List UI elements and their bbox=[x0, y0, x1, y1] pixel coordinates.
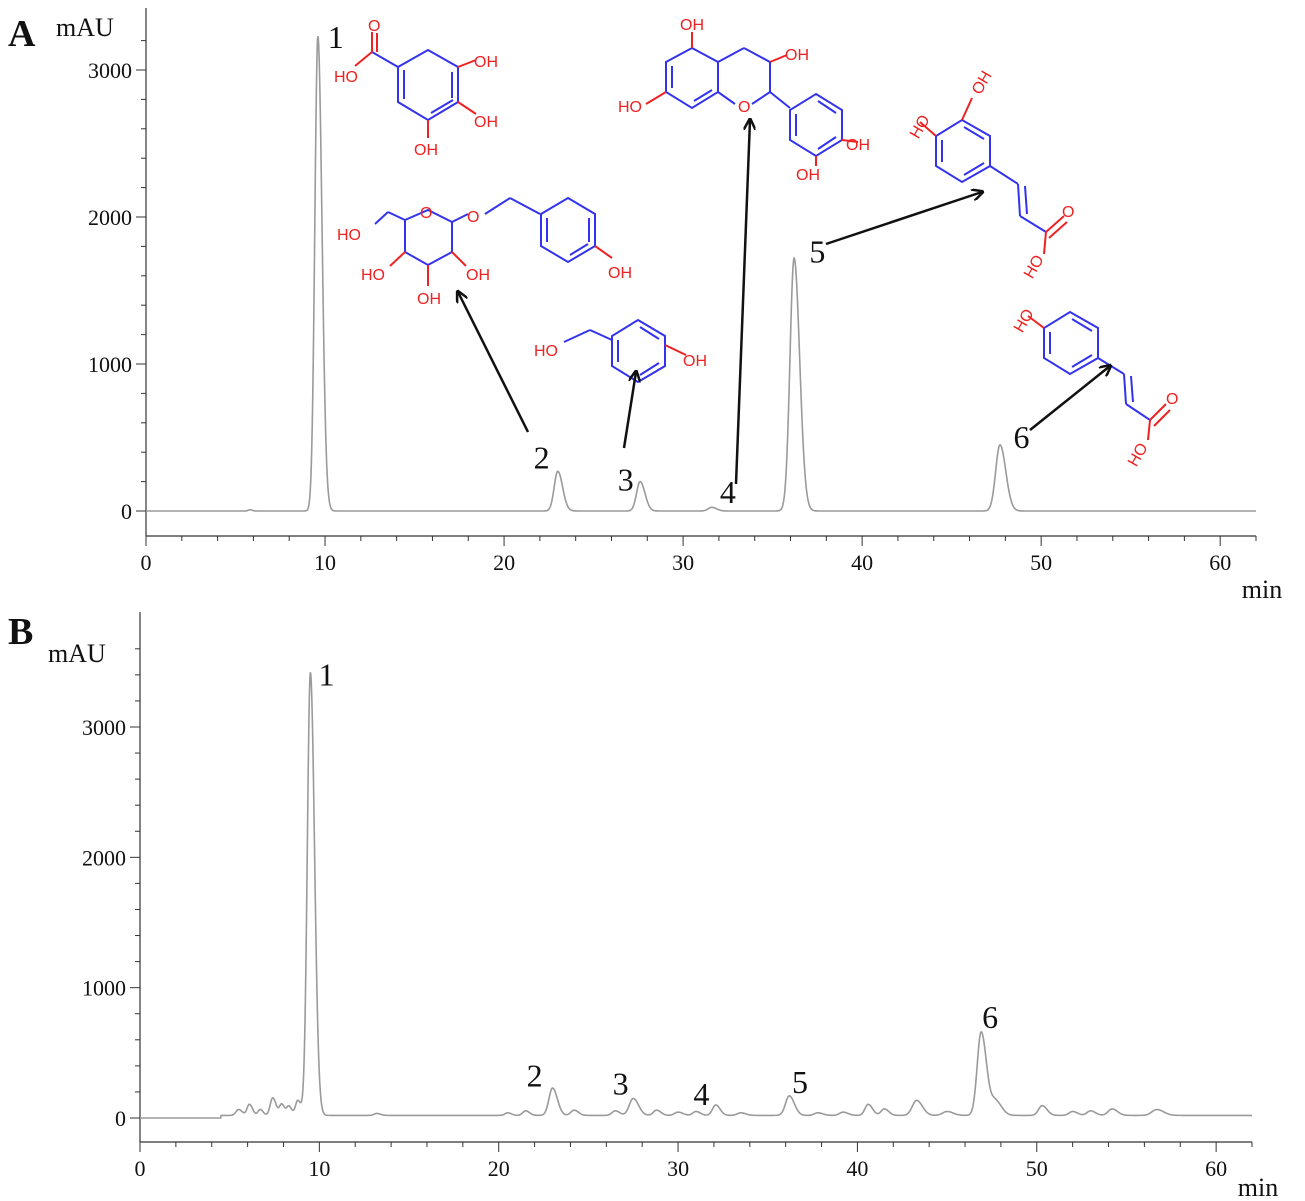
peak-number-label: 1 bbox=[319, 656, 335, 692]
panel-a-peak-labels: 1 2 3 4 5 6 bbox=[328, 19, 1030, 510]
panel-b-label: B bbox=[8, 611, 33, 653]
atom-label: HO bbox=[1021, 252, 1048, 281]
x-tick-label: 0 bbox=[141, 550, 152, 575]
peak-number-label: 6 bbox=[1013, 419, 1029, 455]
atom-label: OH bbox=[680, 17, 704, 34]
x-tick-label: 60 bbox=[1205, 1156, 1227, 1181]
y-tick-label: 2000 bbox=[82, 845, 126, 870]
y-tick-label: 0 bbox=[121, 499, 132, 524]
atom-label: OH bbox=[474, 54, 498, 71]
arrow-peak-6 bbox=[1029, 366, 1110, 431]
y-tick-label: 1000 bbox=[88, 352, 132, 377]
x-tick-label: 0 bbox=[135, 1156, 146, 1181]
x-tick-label: 10 bbox=[308, 1156, 330, 1181]
atom-label: HO bbox=[334, 69, 358, 86]
panel-b-axes: 0 10 20 30 40 50 60 0 1000 2000 3000 mAU min bbox=[48, 612, 1278, 1201]
atom-label: HO bbox=[1011, 306, 1038, 335]
atom-label: HO bbox=[618, 99, 642, 116]
peak-number-label: 5 bbox=[792, 1064, 808, 1100]
atom-label: OH bbox=[796, 167, 820, 184]
arrow-peak-2 bbox=[458, 292, 530, 433]
peak-number-label: 4 bbox=[720, 474, 736, 510]
peak-arrows bbox=[458, 120, 1110, 485]
atom-label: O bbox=[368, 18, 380, 35]
arrow-peak-4 bbox=[734, 120, 750, 485]
x-axis-title: min bbox=[1238, 1173, 1278, 1201]
x-tick-label: 30 bbox=[672, 550, 694, 575]
atom-label: HO bbox=[337, 227, 361, 244]
y-tick-label: 3000 bbox=[82, 715, 126, 740]
x-tick-label: 40 bbox=[851, 550, 873, 575]
panel-a-chart: A 0 10 20 30 40 50 60 0 1000 2000 3000 mAU min 1 2 3 4 5… bbox=[8, 8, 1282, 604]
atom-label: OH bbox=[417, 291, 441, 308]
chemical-structures: O HO OH OH OH O HO HO OH OH O bbox=[334, 17, 1178, 470]
structure-p-coumaric-acid: HO O HO bbox=[1011, 306, 1179, 469]
panel-a-label: A bbox=[8, 13, 36, 55]
structure-caffeic-acid: HO OH O HO bbox=[907, 68, 1075, 281]
x-tick-label: 40 bbox=[846, 1156, 868, 1181]
atom-label: OH bbox=[969, 68, 996, 97]
panel-b-peak-labels: 1 2 3 4 5 6 bbox=[319, 656, 999, 1112]
y-tick-label: 2000 bbox=[88, 205, 132, 230]
atom-label: HO bbox=[907, 112, 934, 141]
atom-label: O bbox=[420, 205, 432, 222]
x-tick-label: 60 bbox=[1209, 550, 1231, 575]
peak-number-label: 5 bbox=[809, 234, 825, 270]
atom-label: O bbox=[1166, 391, 1178, 408]
x-tick-label: 50 bbox=[1030, 550, 1052, 575]
structure-tyrosol: HO OH bbox=[534, 318, 707, 384]
panel-b-trace-group bbox=[140, 672, 1252, 1119]
atom-label: OH bbox=[474, 114, 498, 131]
atom-label: OH bbox=[466, 267, 490, 284]
x-tick-label: 10 bbox=[314, 550, 336, 575]
x-tick-label: 20 bbox=[488, 1156, 510, 1181]
atom-label: HO bbox=[534, 343, 558, 360]
atom-label: OH bbox=[683, 353, 707, 370]
peak-number-label: 2 bbox=[534, 439, 550, 475]
atom-label: OH bbox=[785, 47, 809, 64]
y-axis-title: mAU bbox=[56, 13, 114, 42]
x-axis-title: min bbox=[1242, 575, 1282, 604]
structure-salidroside: O HO HO OH OH O OH bbox=[337, 196, 632, 308]
peak-number-label: 6 bbox=[982, 999, 998, 1035]
panel-b-chart: B 0 10 20 30 40 50 60 0 1000 2000 3000 mAU min 1 2 3 4 5… bbox=[8, 611, 1278, 1201]
y-tick-label: 0 bbox=[115, 1106, 126, 1131]
y-tick-label: 1000 bbox=[82, 976, 126, 1001]
atom-label: O bbox=[1062, 204, 1074, 221]
structure-catechin: OH HO OH O OH OH bbox=[618, 17, 870, 184]
peak-number-label: 3 bbox=[618, 461, 634, 497]
y-axis-title: mAU bbox=[48, 639, 106, 668]
arrow-peak-5 bbox=[825, 192, 982, 246]
peak-number-label: 4 bbox=[693, 1076, 709, 1112]
peak-number-label: 1 bbox=[328, 19, 344, 55]
atom-label: HO bbox=[1125, 440, 1152, 469]
x-tick-label: 50 bbox=[1026, 1156, 1048, 1181]
atom-label: OH bbox=[414, 142, 438, 159]
atom-label: O bbox=[738, 99, 750, 116]
panel-a-trace-group bbox=[146, 36, 1256, 512]
atom-label: O bbox=[467, 209, 479, 226]
peak-number-label: 2 bbox=[527, 1058, 543, 1094]
arrow-peak-3 bbox=[622, 372, 636, 449]
x-tick-label: 20 bbox=[493, 550, 515, 575]
panel-a-axes: 0 10 20 30 40 50 60 0 1000 2000 3000 mAU min bbox=[56, 8, 1282, 604]
structure-gallic-acid: O HO OH OH OH bbox=[334, 18, 498, 159]
atom-label: HO bbox=[361, 267, 385, 284]
chromatogram-trace bbox=[140, 672, 1252, 1119]
y-tick-label: 3000 bbox=[88, 58, 132, 83]
chromatogram-trace bbox=[146, 36, 1256, 512]
atom-label: OH bbox=[608, 265, 632, 282]
x-tick-label: 30 bbox=[667, 1156, 689, 1181]
atom-label: OH bbox=[846, 137, 870, 154]
peak-number-label: 3 bbox=[613, 1066, 629, 1102]
